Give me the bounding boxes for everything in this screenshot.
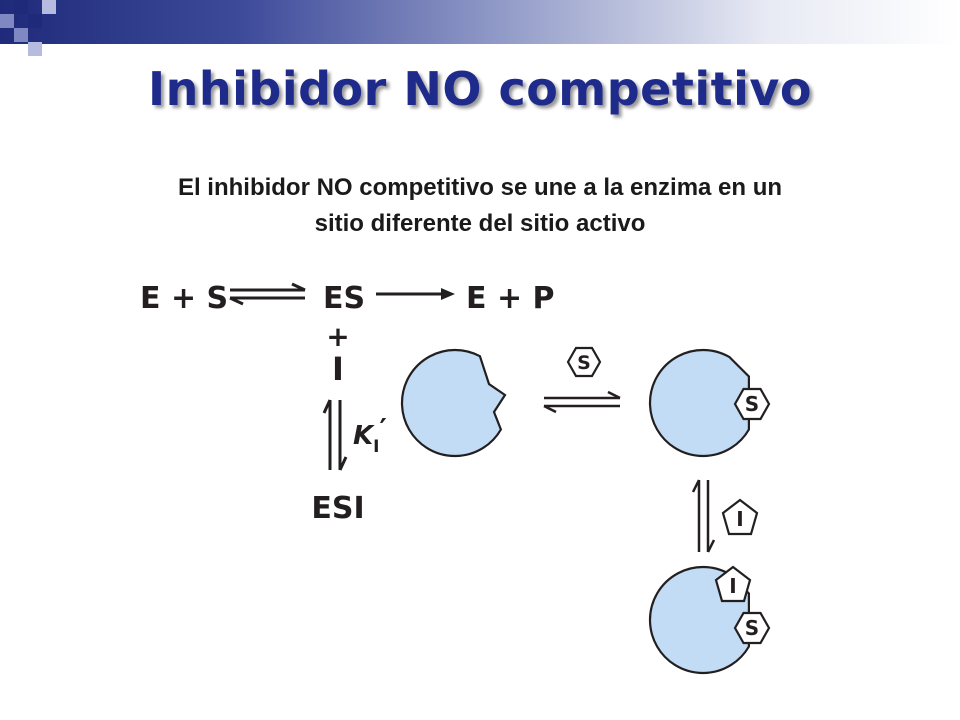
inhibition-constant: KI′ <box>353 412 387 457</box>
free-enzyme-icon <box>400 348 507 458</box>
description-line-2: sitio diferente del sitio activo <box>314 210 646 237</box>
scheme-inhibitor: I <box>332 350 344 388</box>
inhibitor-pentagon-icon: I <box>721 498 759 536</box>
enzyme-substrate-inhibitor-complex-icon: I S <box>648 565 771 675</box>
scheme-ternary-complex: ESI <box>311 491 364 526</box>
equilibrium-arrow-icon <box>229 282 306 306</box>
binding-equilibrium-arrow-icon <box>543 390 621 414</box>
enzyme-substrate-complex-icon: S <box>648 348 771 458</box>
bound-inhibitor-label: I <box>729 574 736 598</box>
scheme-plus: + <box>326 320 349 353</box>
header-band <box>0 0 960 44</box>
constant-prime: ′ <box>379 412 386 445</box>
description-text: El inhibidor NO competitivo se une a la … <box>60 170 900 242</box>
forward-arrow-icon <box>376 288 455 300</box>
decorative-squares-icon <box>0 0 56 56</box>
constant-subscript: I <box>373 437 379 457</box>
vertical-equilibrium-arrow-icon <box>322 399 348 471</box>
inhibitor-label: I <box>736 507 743 531</box>
scheme-reactants: E + S <box>140 281 228 316</box>
substrate-hexagon-icon: S <box>566 346 602 378</box>
slide-title: Inhibidor NO competitivo <box>148 62 812 116</box>
constant-symbol: K <box>353 421 375 451</box>
complex-substrate-label: S <box>745 616 759 640</box>
description-line-1: El inhibidor NO competitivo se une a la … <box>177 174 783 201</box>
scheme-products: E + P <box>466 281 555 316</box>
substrate-label: S <box>577 352 591 374</box>
bound-substrate-label: S <box>745 392 759 416</box>
inhibitor-binding-arrow-icon <box>691 479 716 553</box>
scheme-complex: ES <box>323 281 365 316</box>
